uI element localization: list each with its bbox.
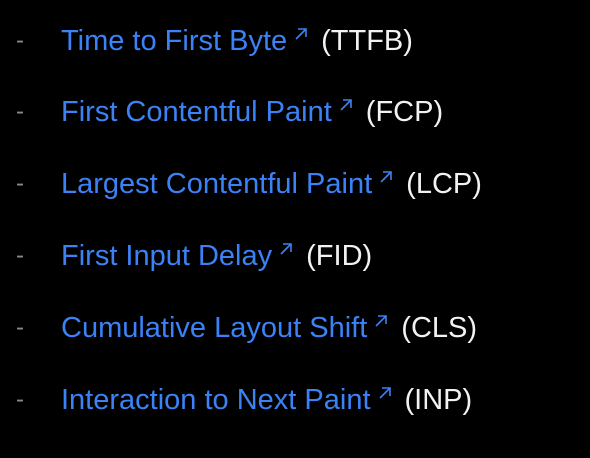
- metric-abbreviation: (LCP): [406, 168, 482, 200]
- link-label: Largest Contentful Paint: [61, 168, 373, 200]
- link-first-input-delay[interactable]: First Input Delay (FID): [61, 236, 372, 276]
- list-item-fid: - First Input Delay (FID): [0, 236, 590, 276]
- metric-abbreviation: (FCP): [365, 96, 444, 128]
- link-first-contentful-paint[interactable]: First Contentful Paint (FCP): [61, 92, 443, 132]
- list-item-cls: - Cumulative Layout Shift (CLS): [0, 308, 590, 348]
- external-link-icon: [375, 315, 388, 327]
- list-item-lcp: - Largest Contentful Paint (LCP): [0, 164, 590, 204]
- list-bullet: -: [16, 242, 24, 269]
- list-item-fcp: - First Contentful Paint (FCP): [0, 92, 590, 132]
- list-item-inp: - Interaction to Next Paint (INP): [0, 380, 590, 420]
- metric-abbreviation: (FID): [306, 240, 373, 272]
- list-bullet: -: [16, 27, 24, 54]
- list-item-ttfb: - Time to First Byte (TTFB): [0, 21, 590, 61]
- link-largest-contentful-paint[interactable]: Largest Contentful Paint (LCP): [61, 164, 482, 204]
- list-bullet: -: [16, 98, 24, 125]
- link-label: Time to First Byte: [61, 25, 288, 57]
- metric-abbreviation: (TTFB): [321, 25, 413, 57]
- external-link-icon: [280, 243, 292, 255]
- metric-abbreviation: (CLS): [401, 312, 478, 344]
- link-label: Interaction to Next Paint: [61, 384, 371, 416]
- external-link-icon: [380, 171, 392, 183]
- list-bullet: -: [16, 386, 24, 413]
- external-link-icon: [295, 28, 307, 40]
- link-label: Cumulative Layout Shift: [61, 312, 368, 344]
- external-link-icon: [378, 387, 391, 399]
- link-time-to-first-byte[interactable]: Time to First Byte (TTFB): [61, 21, 413, 61]
- link-cumulative-layout-shift[interactable]: Cumulative Layout Shift (CLS): [61, 308, 477, 348]
- metric-abbreviation: (INP): [404, 384, 473, 416]
- link-label: First Input Delay: [61, 240, 273, 272]
- list-bullet: -: [16, 170, 24, 197]
- link-interaction-to-next-paint[interactable]: Interaction to Next Paint (INP): [61, 380, 472, 420]
- list-bullet: -: [16, 314, 24, 341]
- link-label: First Contentful Paint: [61, 96, 332, 128]
- external-link-icon: [340, 99, 352, 111]
